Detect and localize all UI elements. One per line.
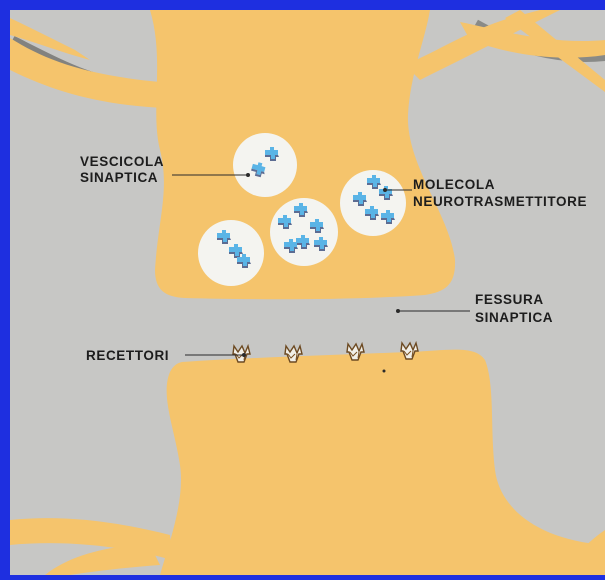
synaptic-vesicle: [233, 133, 297, 197]
synaptic-vesicle: [198, 220, 264, 286]
synaptic-vesicle: [340, 170, 406, 236]
cleft-label-line1: FESSURA: [475, 292, 544, 307]
cleft-label-line2: SINAPTICA: [475, 310, 553, 325]
molecule-label-line1: MOLECOLA: [413, 177, 495, 192]
vesicle-label-line1: VESCICOLA: [80, 154, 164, 169]
vesicle-label-line2: SINAPTICA: [80, 170, 158, 185]
synaptic-vesicle: [270, 198, 338, 266]
receptors-label: RECETTORI: [86, 348, 169, 363]
molecule-label-line2: NEUROTRASMETTITORE: [413, 194, 587, 209]
